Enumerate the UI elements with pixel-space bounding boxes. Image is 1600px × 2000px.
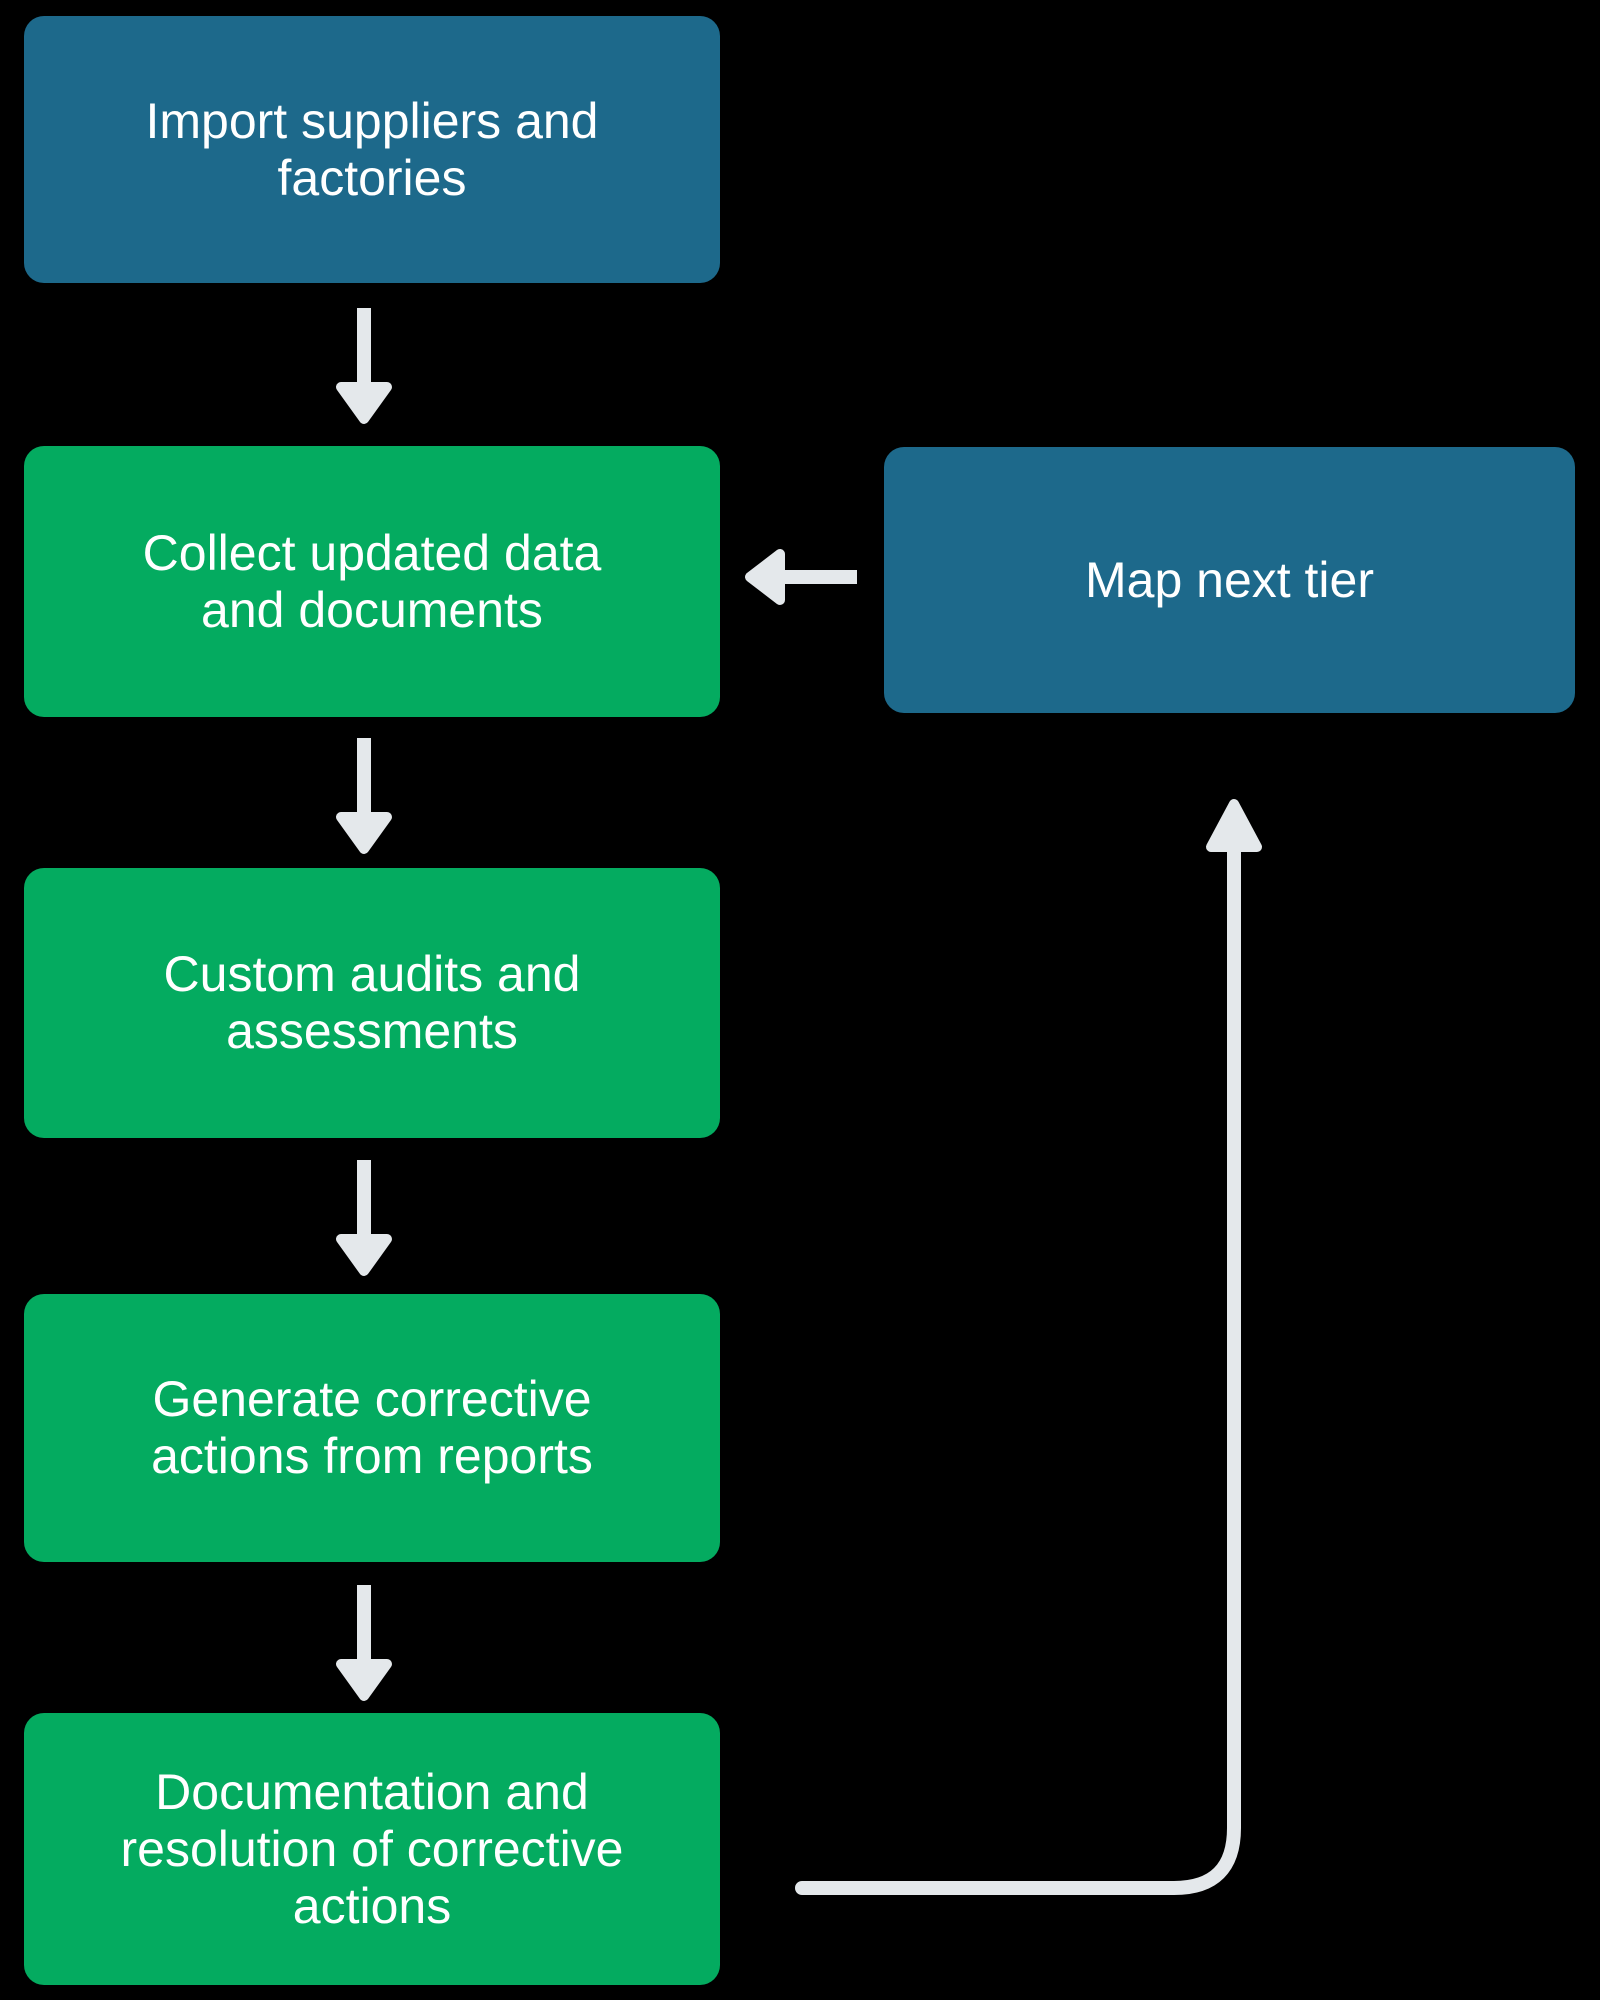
- node-map-next-tier: Map next tier: [884, 447, 1575, 713]
- node-documentation-and-resolution: Documentation and resolution of correcti…: [24, 1713, 720, 1985]
- arrow-down-audits-to-corrective: [336, 1160, 392, 1276]
- arrow-down-import-to-collect: [336, 308, 392, 424]
- node-label: Generate corrective actions from reports: [151, 1371, 593, 1484]
- arrow-shaft: [357, 308, 371, 382]
- arrow-head-down-icon: [336, 1234, 392, 1276]
- arrow-head-left-icon: [745, 549, 785, 605]
- arrow-head-down-icon: [336, 1659, 392, 1701]
- node-label: Custom audits and assessments: [163, 946, 581, 1059]
- elbow-connector-line: [795, 845, 1241, 1895]
- node-label: Import suppliers and factories: [145, 92, 599, 206]
- node-import-suppliers-and-factories: Import suppliers and factories: [24, 16, 720, 283]
- arrow-head-down-icon: [336, 382, 392, 424]
- arrow-shaft: [357, 1585, 371, 1659]
- arrow-down-collect-to-audits: [336, 738, 392, 854]
- node-custom-audits-and-assessments: Custom audits and assessments: [24, 868, 720, 1138]
- arrow-shaft: [785, 570, 857, 584]
- arrow-shaft: [357, 738, 371, 812]
- node-collect-updated-data: Collect updated data and documents: [24, 446, 720, 717]
- node-generate-corrective-actions: Generate corrective actions from reports: [24, 1294, 720, 1562]
- arrow-down-corrective-to-documentation: [336, 1585, 392, 1701]
- arrow-left-map-next-tier-to-collect: [745, 549, 857, 605]
- node-label: Collect updated data and documents: [142, 524, 602, 638]
- node-label: Documentation and resolution of correcti…: [120, 1763, 624, 1934]
- elbow-arrow-documentation-to-map-next-tier: [795, 799, 1262, 1895]
- arrow-head-down-icon: [336, 812, 392, 854]
- arrow-shaft: [357, 1160, 371, 1234]
- arrow-head-up-icon: [1206, 799, 1262, 852]
- node-label: Map next tier: [1084, 551, 1374, 608]
